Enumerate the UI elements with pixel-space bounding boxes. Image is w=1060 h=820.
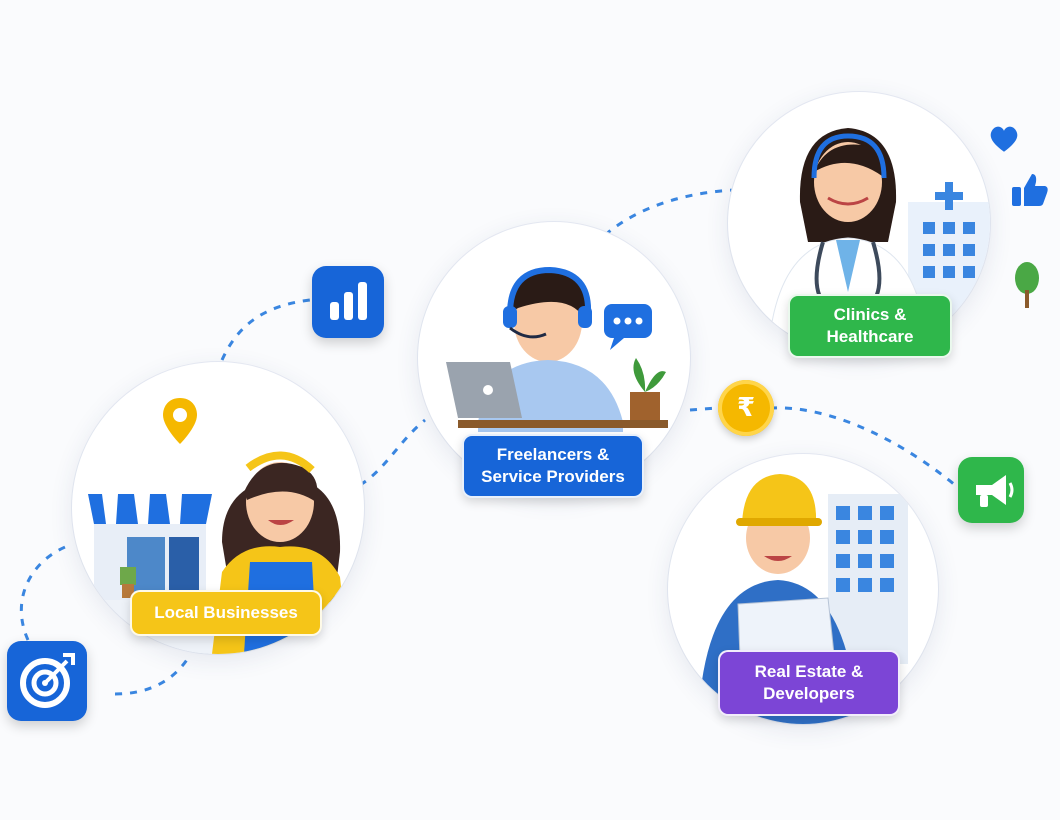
target-icon	[7, 641, 87, 721]
heart-icon	[990, 126, 1018, 152]
freelancers-label: Freelancers & Service Providers	[462, 434, 644, 498]
rupee-coin-icon: ₹	[718, 380, 774, 436]
thumbs-up-icon	[1012, 174, 1048, 206]
location-pin-icon	[163, 398, 197, 444]
rupee-symbol: ₹	[736, 393, 756, 423]
local-businesses-label: Local Businesses	[130, 590, 322, 636]
megaphone-icon	[958, 457, 1024, 523]
bar-chart-icon	[312, 266, 384, 338]
real-estate-label: Real Estate & Developers	[718, 650, 900, 716]
tree-icon	[1015, 262, 1039, 308]
freelancer-illustration	[446, 266, 668, 432]
clinics-label: Clinics & Healthcare	[788, 294, 952, 358]
